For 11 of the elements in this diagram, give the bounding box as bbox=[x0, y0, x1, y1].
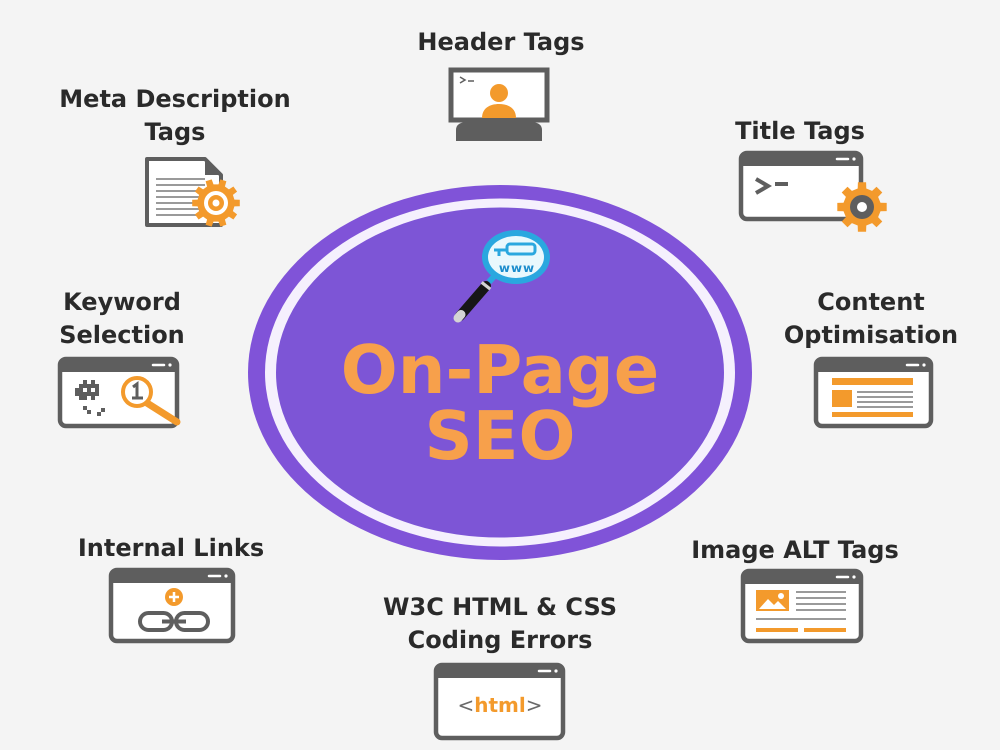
item-heading: Meta Description Tags bbox=[58, 84, 292, 148]
item-heading: Image ALT Tags bbox=[691, 535, 899, 566]
item-heading: Internal Links bbox=[78, 533, 264, 564]
item-heading: W3C HTML & CSS Coding Errors bbox=[382, 592, 618, 656]
item-heading: Content Optimisation bbox=[782, 287, 960, 351]
item-heading: Keyword Selection bbox=[58, 287, 186, 351]
lens-text: www bbox=[498, 261, 536, 275]
center-title: On-Page SEO bbox=[340, 337, 660, 469]
item-heading: Title Tags bbox=[735, 116, 865, 147]
item-heading: Header Tags bbox=[417, 27, 585, 58]
code-tag-text: <html> bbox=[457, 693, 543, 717]
